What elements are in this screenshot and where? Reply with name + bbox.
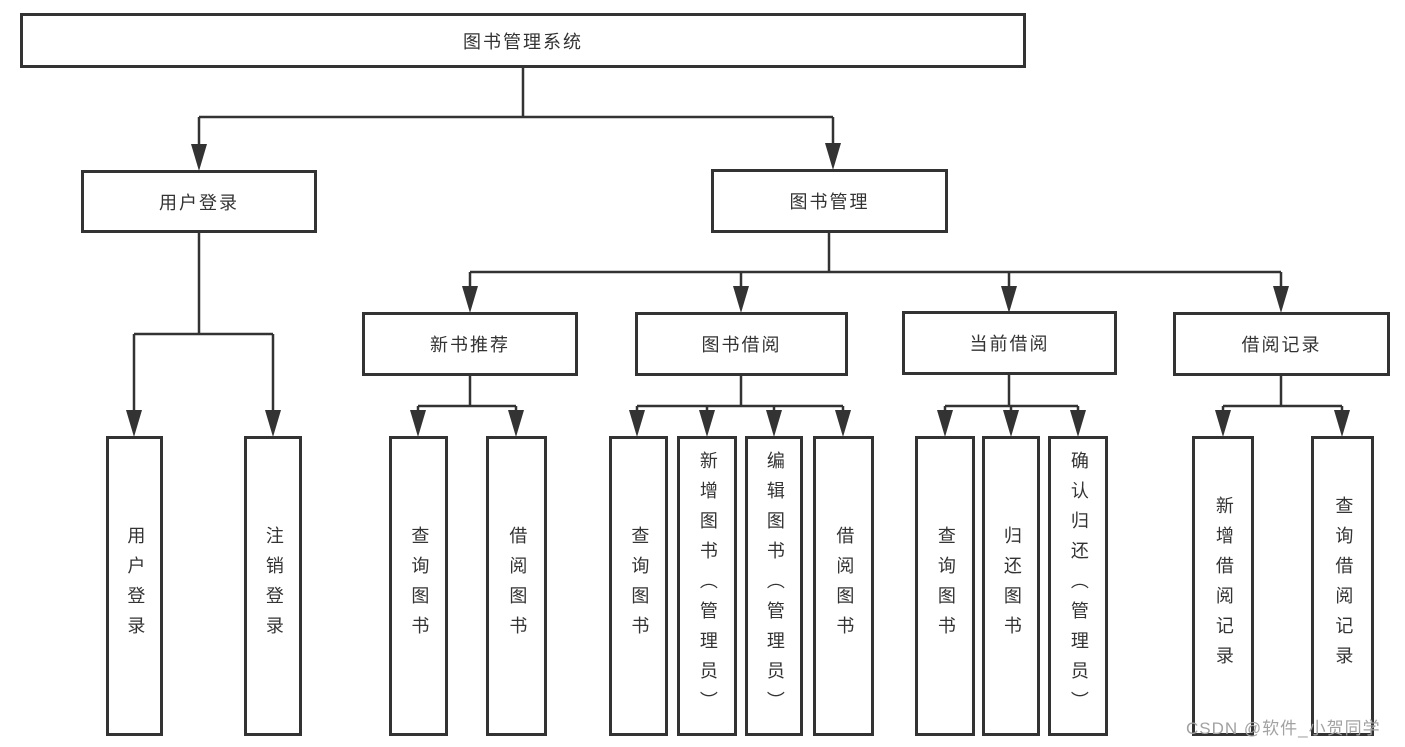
node-root-system: 图书管理系统 bbox=[20, 13, 1026, 68]
node-label: 借阅记录 bbox=[1241, 335, 1322, 355]
leaf-query-borrow-record: 查询借阅记录 bbox=[1311, 436, 1374, 736]
arrowhead-icon bbox=[191, 144, 207, 171]
leaf-query-books-borrowing: 查询图书 bbox=[609, 436, 668, 736]
node-label: 编辑图书（管理员） bbox=[764, 451, 785, 721]
node-label: 查询图书 bbox=[409, 526, 430, 646]
arrowhead-icon bbox=[699, 410, 715, 437]
arrowhead-icon bbox=[766, 410, 782, 437]
node-label: 当前借阅 bbox=[969, 334, 1050, 354]
watermark: CSDN @软件_小贺同学 bbox=[1186, 719, 1381, 738]
node-label: 新书推荐 bbox=[430, 335, 510, 355]
arrowhead-icon bbox=[1001, 286, 1017, 313]
node-user-login: 用户登录 bbox=[81, 170, 317, 233]
arrowhead-icon bbox=[825, 143, 841, 170]
arrowhead-icon bbox=[126, 410, 142, 437]
leaf-query-books-recommend: 查询图书 bbox=[389, 436, 448, 736]
node-label: 查询借阅记录 bbox=[1333, 496, 1354, 676]
leaf-add-books-admin: 新增图书（管理员） bbox=[677, 436, 737, 736]
leaf-confirm-return-admin: 确认归还（管理员） bbox=[1048, 436, 1108, 736]
leaf-user-login: 用户登录 bbox=[106, 436, 163, 736]
node-label: 用户登录 bbox=[159, 192, 239, 213]
node-new-book-recommendation: 新书推荐 bbox=[362, 312, 578, 376]
leaf-add-borrow-record: 新增借阅记录 bbox=[1192, 436, 1254, 736]
node-label: 借阅图书 bbox=[834, 526, 855, 646]
arrowhead-icon bbox=[835, 410, 851, 437]
arrowhead-icon bbox=[462, 286, 478, 313]
leaf-return-books: 归还图书 bbox=[982, 436, 1040, 736]
arrowhead-icon bbox=[1334, 410, 1350, 437]
node-book-management: 图书管理 bbox=[711, 169, 948, 233]
node-current-borrowing: 当前借阅 bbox=[902, 311, 1117, 375]
node-label: 图书借阅 bbox=[701, 335, 782, 355]
node-label: 归还图书 bbox=[1001, 526, 1022, 646]
node-label: 注销登录 bbox=[263, 526, 284, 646]
node-label: 图书管理系统 bbox=[463, 31, 583, 52]
leaf-borrow-books-recommend: 借阅图书 bbox=[486, 436, 547, 736]
arrowhead-icon bbox=[410, 410, 426, 437]
node-label: 确认归还（管理员） bbox=[1068, 451, 1089, 721]
node-label: 用户登录 bbox=[125, 526, 146, 646]
node-label: 查询图书 bbox=[629, 526, 650, 646]
leaf-borrow-books-borrowing: 借阅图书 bbox=[813, 436, 874, 736]
arrowhead-icon bbox=[508, 410, 524, 437]
leaf-edit-books-admin: 编辑图书（管理员） bbox=[745, 436, 803, 736]
node-label: 图书管理 bbox=[789, 192, 870, 212]
leaf-query-books-current: 查询图书 bbox=[915, 436, 975, 736]
arrowhead-icon bbox=[629, 410, 645, 437]
arrowhead-icon bbox=[1215, 410, 1231, 437]
arrowhead-icon bbox=[1273, 286, 1289, 313]
arrowhead-icon bbox=[1003, 410, 1019, 437]
leaf-logout: 注销登录 bbox=[244, 436, 302, 736]
node-book-borrowing: 图书借阅 bbox=[635, 312, 848, 376]
node-label: 新增借阅记录 bbox=[1213, 496, 1234, 676]
arrowhead-icon bbox=[937, 410, 953, 437]
node-label: 查询图书 bbox=[935, 526, 956, 646]
node-borrowing-records: 借阅记录 bbox=[1173, 312, 1390, 376]
arrowhead-icon bbox=[1070, 410, 1086, 437]
node-label: 新增图书（管理员） bbox=[697, 451, 718, 721]
node-label: 借阅图书 bbox=[507, 526, 528, 646]
arrowhead-icon bbox=[265, 410, 281, 437]
arrowhead-icon bbox=[733, 286, 749, 313]
